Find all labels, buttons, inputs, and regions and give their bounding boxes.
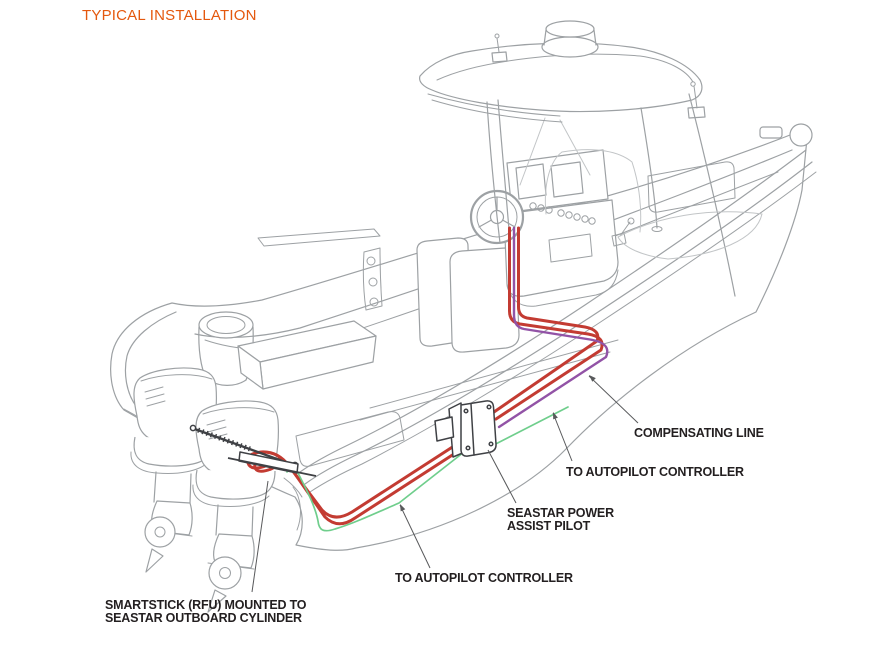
sole-step-line-2: [359, 351, 611, 421]
label-autopilot-controller-right: TO AUTOPILOT CONTROLLER: [566, 465, 744, 479]
label-smartstick-line1: SMARTSTICK (RFU) MOUNTED TO: [105, 598, 307, 612]
aft-sole-hatch: [295, 411, 405, 467]
compensating-line: [497, 226, 609, 429]
antenna-left: [491, 33, 508, 63]
leader-lines: [251, 375, 639, 593]
throttle-lever: [611, 217, 635, 247]
smartstick-assembly: [189, 424, 317, 477]
bow-cleat: [759, 126, 783, 139]
arrowhead-compensating: [589, 375, 596, 382]
bow-light: [789, 123, 813, 147]
t-top: [419, 20, 736, 297]
gunwale-hatch: [257, 228, 381, 247]
bow-coaming-box: [647, 161, 736, 213]
leader-seastar-power: [487, 449, 517, 504]
rod-holders: [362, 247, 383, 311]
cockpit-details: [198, 228, 619, 467]
sole-step-line: [369, 339, 619, 409]
display-1: [515, 163, 547, 200]
label-smartstick-line2: SEASTAR OUTBOARD CYLINDER: [105, 611, 302, 625]
outboard-motor-port: [130, 367, 217, 573]
gauges: [529, 202, 596, 225]
leaning-post-seat: [416, 237, 520, 353]
leader-compensating-line: [588, 375, 639, 424]
center-console: [503, 117, 642, 307]
page-title: TYPICAL INSTALLATION: [82, 7, 257, 24]
boat-illustration: [110, 20, 817, 613]
hydraulic-hose-b: [492, 226, 600, 414]
label-compensating-line: COMPENSATING LINE: [634, 426, 764, 440]
bow-details: [617, 123, 813, 260]
power-assist-unit: [434, 400, 497, 458]
leader-autopilot-right: [552, 412, 573, 462]
leader-autopilot-bottom: [399, 504, 431, 569]
coffin-box: [237, 320, 377, 390]
arrowhead-autopilot-bottom: [400, 504, 406, 512]
antenna-right: [687, 81, 706, 119]
display-2: [550, 161, 584, 198]
bow-platform: [617, 211, 763, 260]
leader-smartstick: [251, 480, 269, 593]
glove-box: [548, 233, 593, 263]
label-seastar-power-line2: ASSIST PILOT: [507, 519, 591, 533]
label-autopilot-controller-bottom: TO AUTOPILOT CONTROLLER: [395, 571, 573, 585]
t-top-canopy: [419, 42, 703, 113]
canopy-visor: [427, 93, 563, 123]
arrowhead-autopilot-right: [553, 412, 558, 420]
tie-bar: [227, 457, 317, 477]
windshield: [519, 117, 642, 233]
label-seastar-power-line1: SEASTAR POWER: [507, 506, 614, 520]
leader-arrowheads: [400, 375, 596, 512]
radar-dome: [541, 20, 599, 58]
t-top-legs: [486, 93, 736, 297]
